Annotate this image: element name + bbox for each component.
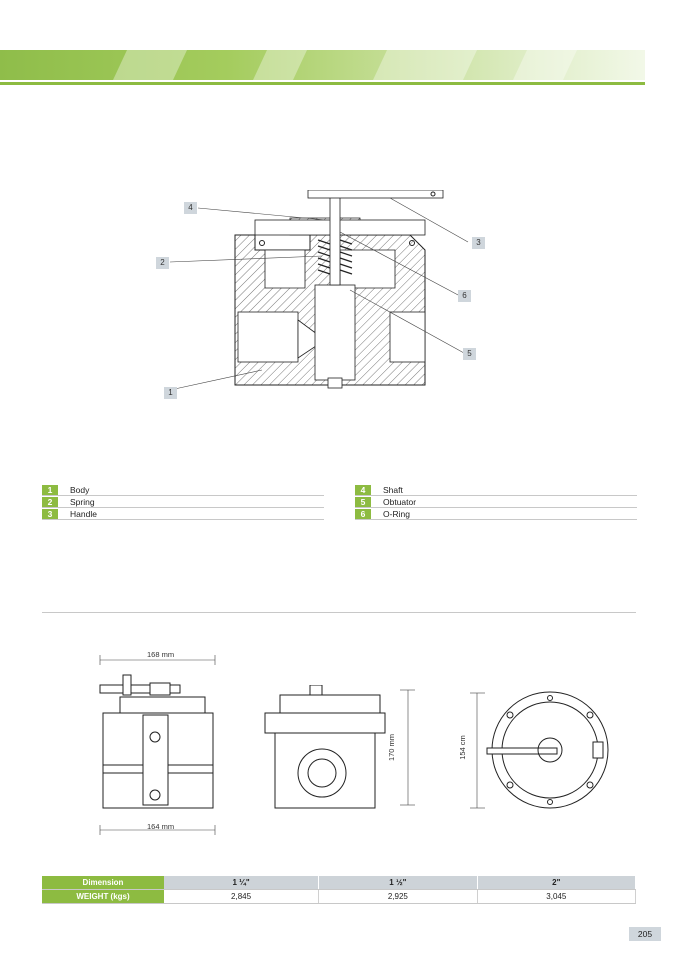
header-banner: [0, 50, 645, 80]
list-item: 2 Spring: [42, 497, 324, 508]
part-label: Shaft: [383, 485, 403, 495]
list-item: 5 Obtuator: [355, 497, 637, 508]
table-cell: 2,925: [318, 889, 478, 904]
dim-bottom-width: 164 mm: [147, 822, 175, 831]
table-cell: 3,045: [477, 889, 637, 904]
list-item: 3 Handle: [42, 509, 324, 520]
dim-diameter: 154 cm: [457, 735, 467, 760]
page-number: 205: [629, 927, 661, 941]
part-number: 5: [355, 497, 371, 507]
part-number: 6: [355, 509, 371, 519]
part-number: 2: [42, 497, 58, 507]
part-label: Body: [70, 485, 90, 495]
part-label: Handle: [70, 509, 97, 519]
list-item: 1 Body: [42, 485, 324, 496]
section-divider: [42, 612, 636, 613]
valve-front-view: [99, 655, 216, 835]
list-item: 4 Shaft: [355, 485, 637, 496]
table-row: WEIGHT (kgs) 2,845 2,925 3,045: [42, 889, 637, 904]
list-item: 6 O-Ring: [355, 509, 637, 520]
table-row: Dimension 1 ¼" 1 ½" 2": [42, 876, 637, 890]
table-cell: 2": [477, 876, 637, 890]
spec-table: Dimension 1 ¼" 1 ½" 2" WEIGHT (kgs) 2,84…: [42, 876, 637, 904]
part-number: 4: [355, 485, 371, 495]
part-number: 1: [42, 485, 58, 495]
header-rule: [0, 82, 645, 85]
callout-5: 5: [463, 348, 476, 360]
part-label: Spring: [70, 497, 95, 507]
callout-2: 2: [156, 257, 169, 269]
valve-side-view: [264, 685, 415, 809]
table-cell: 1 ½": [318, 876, 478, 890]
part-label: O-Ring: [383, 509, 410, 519]
callout-1: 1: [164, 387, 177, 399]
valve-section-drawing: [169, 190, 469, 391]
parts-list-right: 4 Shaft 5 Obtuator 6 O-Ring: [355, 485, 637, 521]
table-cell: 1 ¼": [164, 876, 320, 890]
callout-3: 3: [472, 237, 485, 249]
row-header-weight: WEIGHT (kgs): [42, 889, 164, 904]
part-number: 3: [42, 509, 58, 519]
row-header-dimension: Dimension: [42, 876, 164, 890]
valve-top-view: [470, 691, 609, 809]
dim-top-width: 168 mm: [147, 650, 175, 659]
callout-4: 4: [184, 202, 197, 214]
callout-6: 6: [458, 290, 471, 302]
parts-list-left: 1 Body 2 Spring 3 Handle: [42, 485, 324, 521]
table-cell: 2,845: [164, 889, 320, 904]
dim-height: 170 mm: [387, 733, 397, 762]
part-label: Obtuator: [383, 497, 417, 507]
